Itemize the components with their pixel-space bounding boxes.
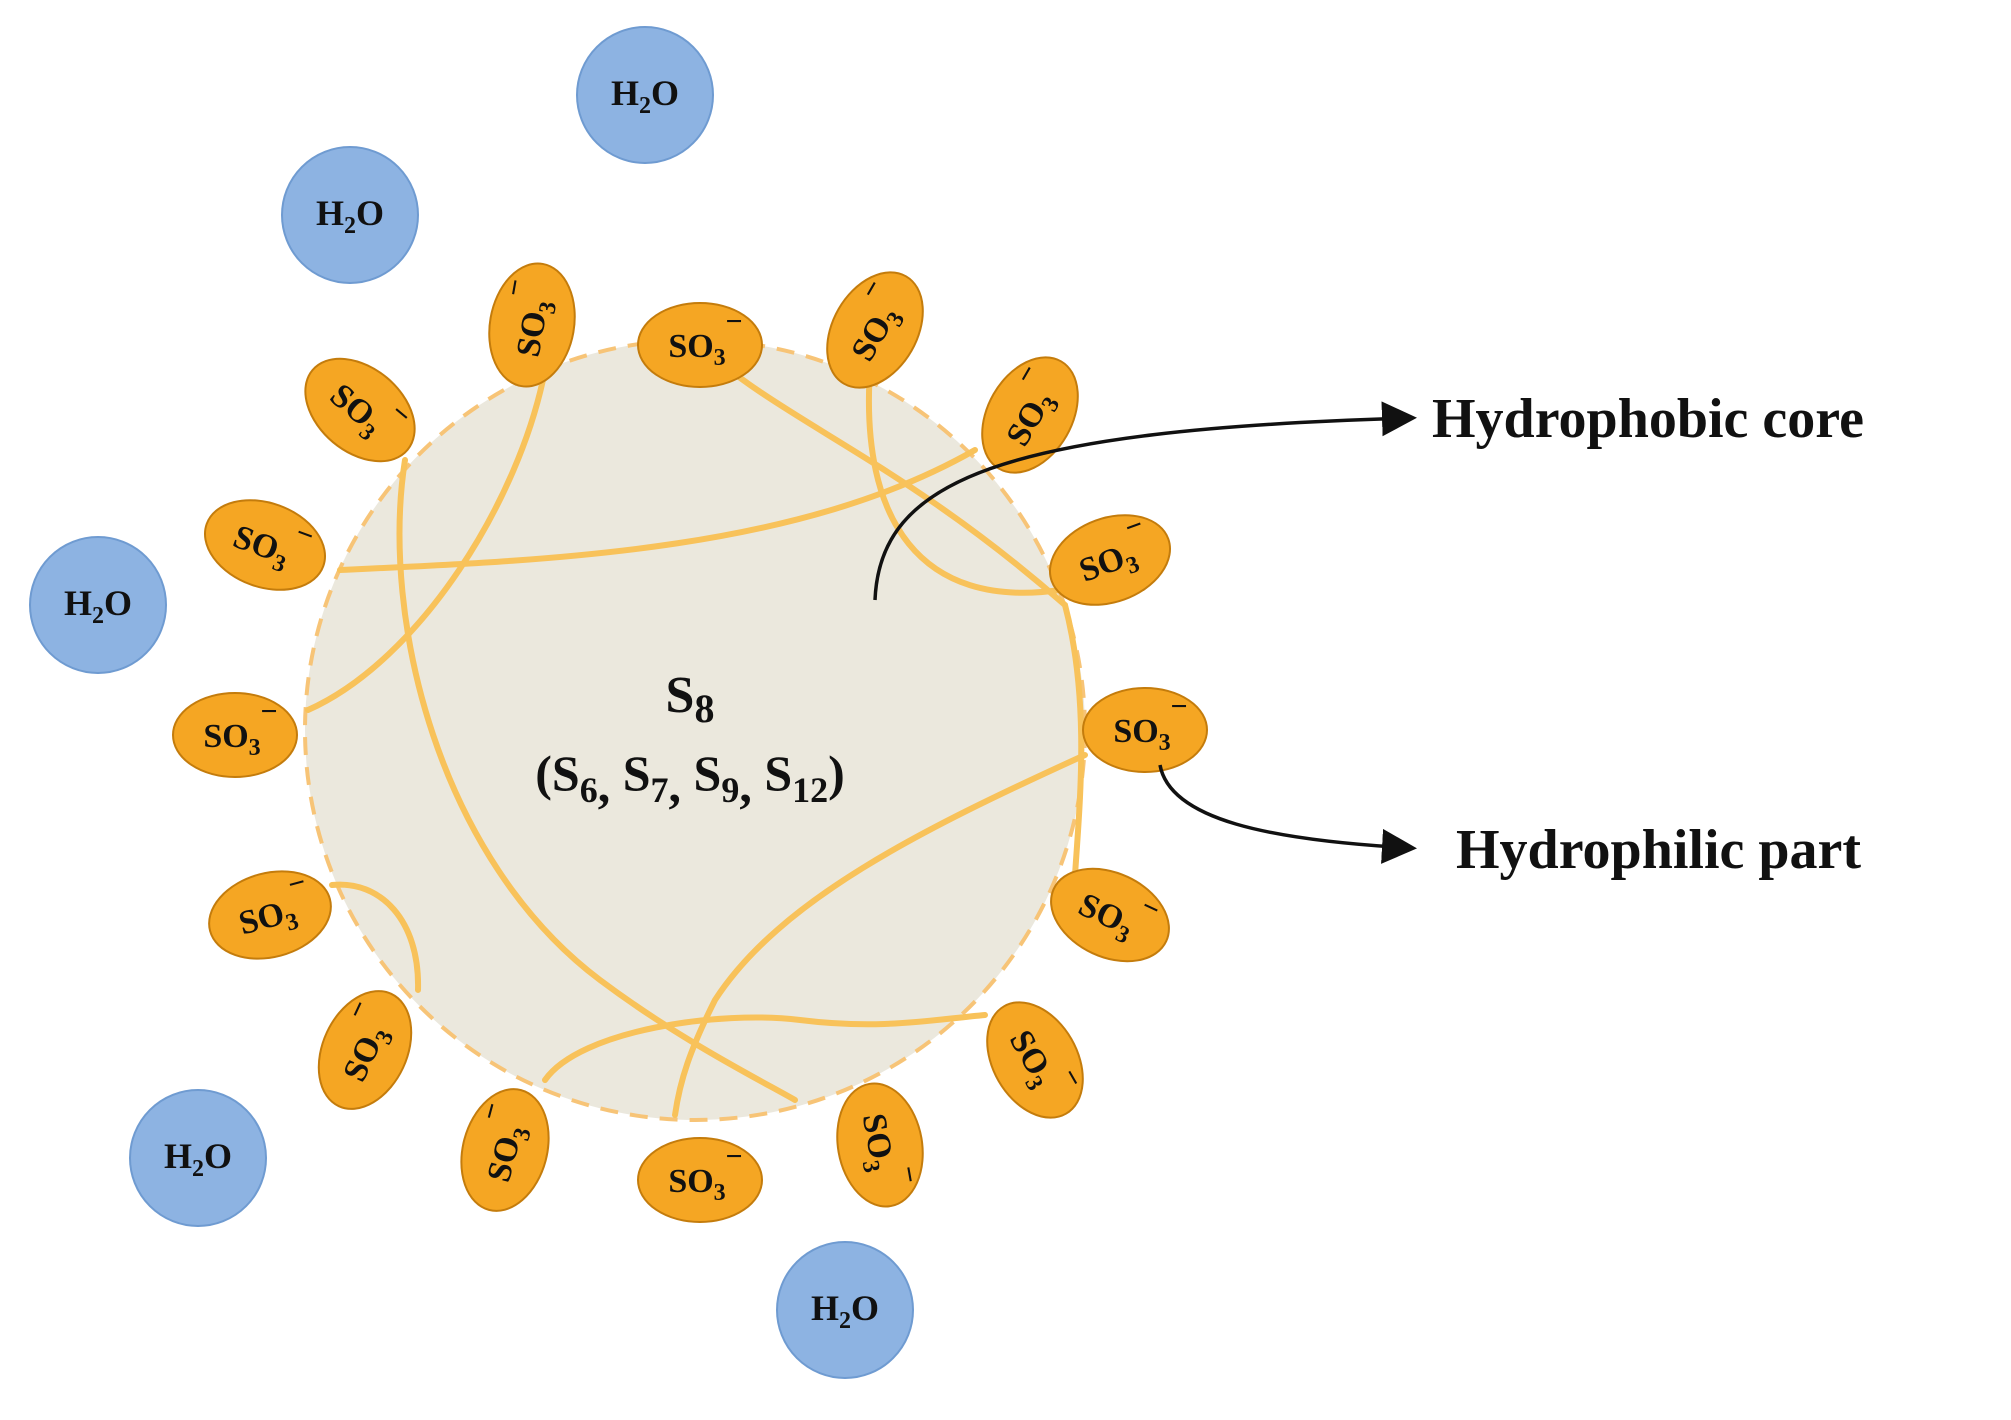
sulfonate-head: SO3− [172, 692, 298, 778]
charge-label: − [725, 305, 742, 338]
chain [866, 367, 1063, 596]
sulfonate-head: SO3− [637, 302, 763, 388]
sulfonate-label: SO3 [510, 297, 562, 361]
sulfonate-head: SO3− [488, 262, 576, 388]
chain [337, 447, 978, 573]
sulfonate-label: SO3 [849, 1111, 901, 1175]
hydrophobic-core-arrow [873, 401, 1417, 601]
hydrophilic-part-arrow [1158, 764, 1417, 864]
water-label: H2O [316, 193, 384, 239]
sulfonate-head: SO3− [317, 990, 413, 1110]
charge-label: − [260, 695, 277, 728]
sulfonate-head: SO3− [826, 271, 924, 389]
core-formula-s8: S8 [666, 667, 715, 731]
sulfonate-head: SO3− [203, 499, 327, 591]
water-molecule: H2O [129, 1089, 267, 1227]
water-molecules: H2O H2O H2O H2O H2O [29, 26, 914, 1379]
hydrophobic-core-label: Hydrophobic core [1432, 388, 1864, 450]
hydrophobic-chains [305, 342, 1088, 1118]
sulfonate-head: SO3− [637, 1137, 763, 1223]
hydrophilic-head-groups: SO3−SO3−SO3−SO3−SO3−SO3−SO3−SO3−SO3−SO3−… [172, 262, 1208, 1223]
water-molecule: H2O [576, 26, 714, 164]
hydrophilic-part-label: Hydrophilic part [1456, 819, 1861, 881]
sulfonate-head: SO3− [1050, 867, 1170, 963]
water-label: H2O [811, 1288, 879, 1334]
chain [542, 1012, 988, 1083]
water-label: H2O [164, 1136, 232, 1182]
sulfonate-head: SO3− [208, 865, 332, 960]
charge-label: − [725, 1140, 742, 1173]
sulfonate-head: SO3− [1048, 508, 1172, 606]
charge-label: − [497, 276, 532, 299]
sulfonate-label: SO3 [668, 1163, 725, 1206]
sulfonate-head: SO3− [981, 356, 1079, 474]
chain [329, 881, 422, 993]
chain [672, 752, 1088, 1118]
sulfonate-head: SO3− [1082, 687, 1208, 773]
water-molecule: H2O [776, 1241, 914, 1379]
chain [697, 342, 1085, 878]
charge-label: − [891, 1163, 926, 1186]
sulfonate-label: SO3 [203, 718, 260, 761]
water-molecule: H2O [281, 146, 419, 284]
water-molecule: H2O [29, 536, 167, 674]
water-label: H2O [611, 73, 679, 119]
sulfonate-head: SO3− [460, 1088, 550, 1212]
sulfonate-label: SO3 [668, 328, 725, 371]
sulfonate-head: SO3− [836, 1082, 927, 1208]
core-formula-alternatives: (S6, S7, S9, S12) [535, 745, 845, 813]
charge-label: − [1170, 690, 1187, 723]
sulfonate-label: SO3 [1113, 713, 1170, 756]
sulfonate-head: SO3− [304, 357, 418, 463]
chain [396, 457, 798, 1103]
water-label: H2O [64, 583, 132, 629]
chain [305, 367, 548, 713]
sulfonate-head: SO3− [986, 1001, 1091, 1119]
